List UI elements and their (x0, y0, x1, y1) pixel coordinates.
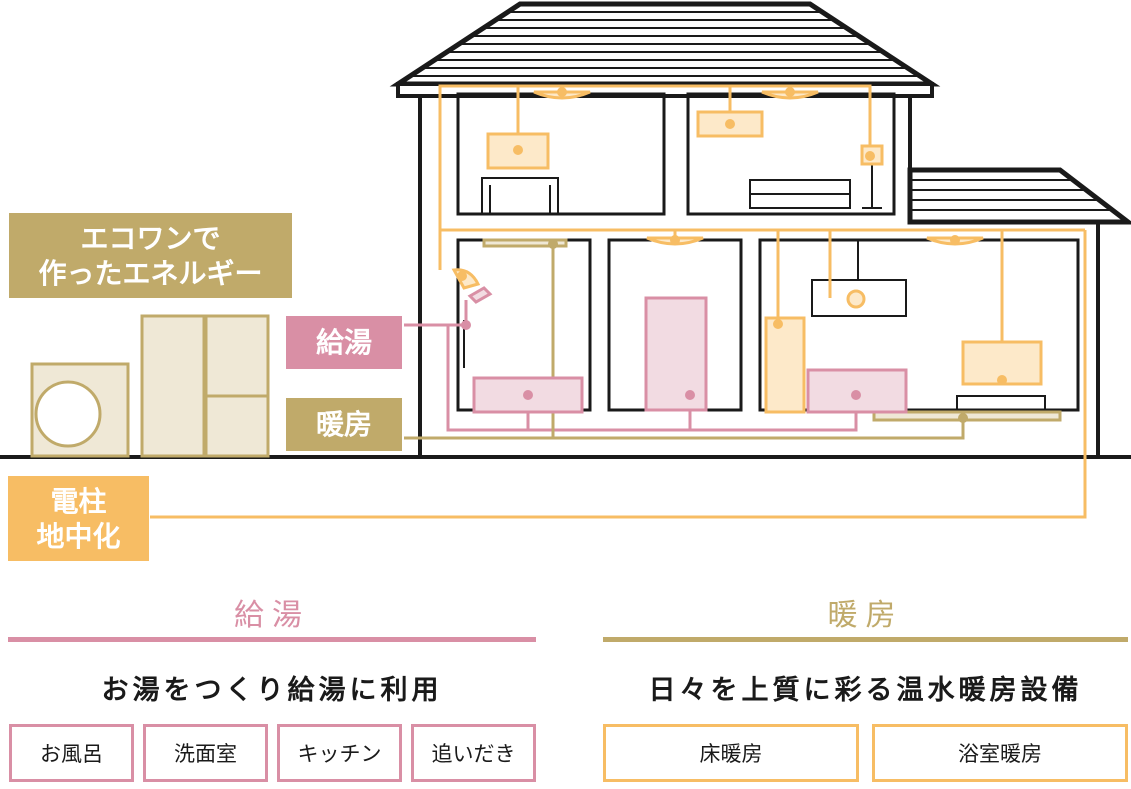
eco-energy-label: エコワンで 作ったエネルギー (9, 213, 292, 298)
fridge (764, 316, 806, 414)
heating-divider (603, 637, 1128, 642)
underground-power-label: 電柱 地中化 (8, 476, 149, 561)
main-roof (389, 1, 941, 98)
heating-section-title: 暖房 (827, 598, 904, 633)
house-walls (418, 96, 1100, 457)
hot-water-section-title: 給湯 (234, 598, 310, 633)
heating-item-bathroom: 浴室暖房 (872, 724, 1128, 782)
annex-roof (907, 167, 1131, 225)
connection-dots (457, 87, 1007, 423)
hot-water-divider (8, 637, 536, 642)
electric-lines (150, 84, 1087, 519)
outdoor-units (30, 314, 270, 458)
tank-unit (140, 314, 206, 458)
tank-unit-2 (204, 314, 270, 458)
hot-water-subtitle: お湯をつくり給湯に利用 (101, 675, 443, 706)
hot-water-item-kitchen: キッチン (277, 724, 402, 782)
vanity (644, 296, 708, 412)
heating-item-floor: 床暖房 (603, 724, 859, 782)
heating-subtitle: 日々を上質に彩る温水暖房設備 (648, 675, 1083, 706)
heating-label: 暖房 (286, 398, 402, 451)
shower-head (467, 286, 493, 304)
hot-water-item-washroom: 洗面室 (143, 724, 268, 782)
pendant-light (846, 289, 866, 309)
hot-water-item-reheat: 追いだき (411, 724, 536, 782)
electric-appliances (451, 90, 1043, 414)
room-kitchen-living (758, 238, 1080, 412)
hot-water-label: 給湯 (286, 316, 402, 369)
hot-water-item-bath: お風呂 (9, 724, 134, 782)
